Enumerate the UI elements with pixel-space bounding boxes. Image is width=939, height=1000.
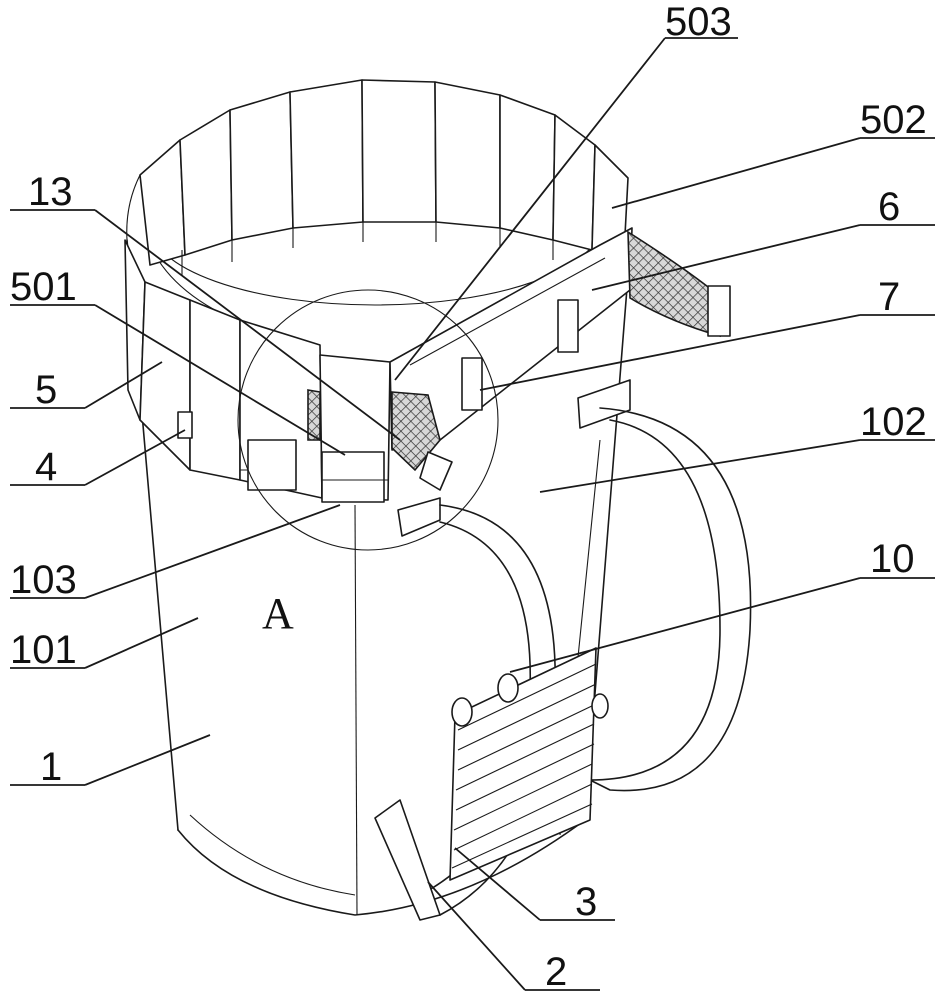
cup-body [126, 239, 631, 916]
label-102: 102 [860, 400, 927, 444]
detail-label-a: A [262, 589, 294, 638]
label-2: 2 [545, 950, 567, 994]
label-503: 503 [665, 0, 732, 44]
label-7: 7 [878, 275, 900, 319]
label-103: 103 [10, 558, 77, 602]
detail-circle-a [237, 289, 499, 551]
label-13: 13 [28, 170, 73, 214]
grip-pad [449, 647, 597, 881]
collar-right-band [307, 227, 731, 491]
label-6: 6 [878, 185, 900, 229]
label-3: 3 [575, 880, 597, 924]
label-10: 10 [870, 537, 915, 581]
label-5: 5 [35, 368, 57, 412]
label-502: 502 [860, 98, 927, 142]
label-101: 101 [10, 628, 77, 672]
label-1: 1 [40, 745, 62, 789]
collar-front-band [124, 239, 391, 503]
handle-front [374, 497, 556, 921]
leader-lines [10, 37, 935, 991]
grip-buttons [451, 673, 609, 727]
collar-back-segments [126, 79, 629, 275]
label-4: 4 [35, 445, 57, 489]
reference-labels: 503 502 13 6 501 7 5 102 4 103 10 101 1 … [10, 0, 927, 994]
label-501: 501 [10, 265, 77, 309]
handle-rear [577, 379, 752, 792]
